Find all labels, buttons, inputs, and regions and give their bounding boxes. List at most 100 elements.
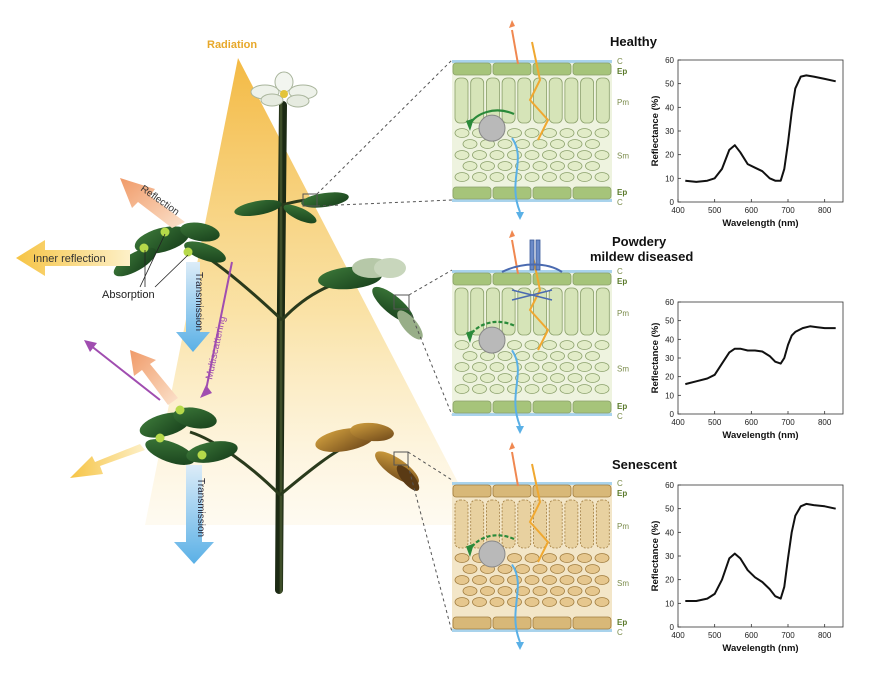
layer-label-spongy: Sm: [617, 579, 629, 588]
spongy-cell: [508, 576, 522, 585]
spongy-cell: [490, 151, 504, 160]
spongy-cell: [490, 173, 504, 182]
cuticle-top: [452, 482, 612, 485]
spongy-cell: [481, 162, 495, 171]
chart-title-line: mildew diseased: [590, 249, 693, 264]
absorption-label: Absorption: [102, 289, 155, 301]
chart-title: Senescent: [612, 457, 678, 472]
spongy-cell: [568, 565, 582, 574]
spongy-cell: [463, 140, 477, 149]
palisade-cell: [455, 500, 468, 548]
spongy-cell: [560, 385, 574, 394]
cuticle-top: [452, 60, 612, 63]
spongy-cell: [455, 554, 469, 563]
spongy-cell: [551, 374, 565, 383]
y-tick-label: 30: [665, 552, 674, 561]
spongy-cell: [595, 341, 609, 350]
reflected-light-arrowhead: [509, 442, 515, 450]
spongy-cell: [551, 352, 565, 361]
palisade-cell: [455, 78, 468, 123]
spongy-cell: [463, 352, 477, 361]
layer-label-cuticle-top: C: [617, 267, 623, 276]
epidermis-cell-bottom: [493, 617, 531, 629]
spongy-cell: [595, 554, 609, 563]
palisade-cell: [502, 288, 515, 335]
spongy-cell: [455, 129, 469, 138]
spongy-cell: [551, 140, 565, 149]
palisade-cell: [518, 500, 531, 548]
palisade-cell: [455, 288, 468, 335]
lower-reflection-arrows: [84, 340, 178, 405]
spongy-cell: [463, 162, 477, 171]
y-tick-label: 40: [665, 528, 674, 537]
x-tick-label: 800: [818, 206, 832, 215]
cuticle-bottom: [452, 413, 612, 416]
spongy-cell: [578, 363, 592, 372]
spongy-cell: [595, 173, 609, 182]
spongy-cell: [455, 385, 469, 394]
epidermis-cell-bottom: [533, 617, 571, 629]
x-axis-label: Wavelength (nm): [722, 430, 798, 441]
layer-label-cuticle-bottom: C: [617, 628, 623, 637]
x-tick-label: 800: [818, 631, 832, 640]
spongy-cell: [586, 162, 600, 171]
spongy-cell: [586, 587, 600, 596]
x-tick-label: 600: [745, 418, 759, 427]
spongy-cell: [473, 385, 487, 394]
spongy-cell: [455, 151, 469, 160]
spongy-cell: [508, 598, 522, 607]
spongy-cell: [560, 173, 574, 182]
palisade-cell: [502, 500, 515, 548]
chart-title: Healthy: [610, 34, 658, 49]
spongy-cell: [586, 140, 600, 149]
y-tick-label: 60: [665, 56, 674, 65]
chart-1: Powderymildew diseased010203040506040050…: [590, 234, 843, 441]
reflection-arrow: Reflection: [120, 178, 185, 228]
y-tick-label: 20: [665, 151, 674, 160]
palisade-cell: [565, 500, 578, 548]
spongy-cell: [578, 598, 592, 607]
spongy-cell: [586, 565, 600, 574]
spongy-cell: [595, 598, 609, 607]
transmission-label-upper: Transmission: [193, 272, 204, 331]
spongy-cell: [508, 129, 522, 138]
epidermis-cell-bottom: [573, 401, 611, 413]
palisade-cell: [534, 500, 547, 548]
inner-reflection-label: Inner reflection: [33, 253, 106, 265]
x-tick-label: 400: [671, 631, 685, 640]
cross-section-senescent: CEpPmSmEpC: [452, 442, 629, 650]
transmitted-light-arrowhead: [516, 212, 524, 220]
spongy-cell: [578, 173, 592, 182]
y-tick-label: 10: [665, 174, 674, 183]
spongy-cell: [560, 151, 574, 160]
spongy-cell: [560, 341, 574, 350]
x-tick-label: 500: [708, 206, 722, 215]
spongy-cell: [498, 374, 512, 383]
y-tick-label: 20: [665, 373, 674, 382]
spongy-cell: [543, 598, 557, 607]
y-tick-label: 10: [665, 599, 674, 608]
spongy-cell: [551, 162, 565, 171]
spongy-cell: [551, 587, 565, 596]
epidermis-cell-bottom: [533, 187, 571, 199]
x-tick-label: 700: [781, 206, 795, 215]
epidermis-cell-top: [453, 63, 491, 75]
epidermis-cell-bottom: [453, 617, 491, 629]
spongy-cell: [490, 576, 504, 585]
chart-title-line: Powdery: [612, 234, 667, 249]
spongy-cell: [525, 129, 539, 138]
spongy-cell: [543, 151, 557, 160]
spongy-cell: [463, 587, 477, 596]
x-tick-label: 700: [781, 418, 795, 427]
epidermis-cell-bottom: [453, 401, 491, 413]
spongy-cell: [595, 363, 609, 372]
spongy-cell: [473, 151, 487, 160]
spongy-cell: [525, 341, 539, 350]
spongy-cell: [490, 598, 504, 607]
spongy-cell: [578, 151, 592, 160]
x-axis-label: Wavelength (nm): [722, 643, 798, 654]
y-tick-label: 50: [665, 505, 674, 514]
layer-label-epidermis-bottom: Ep: [617, 402, 627, 411]
spongy-cell: [543, 173, 557, 182]
